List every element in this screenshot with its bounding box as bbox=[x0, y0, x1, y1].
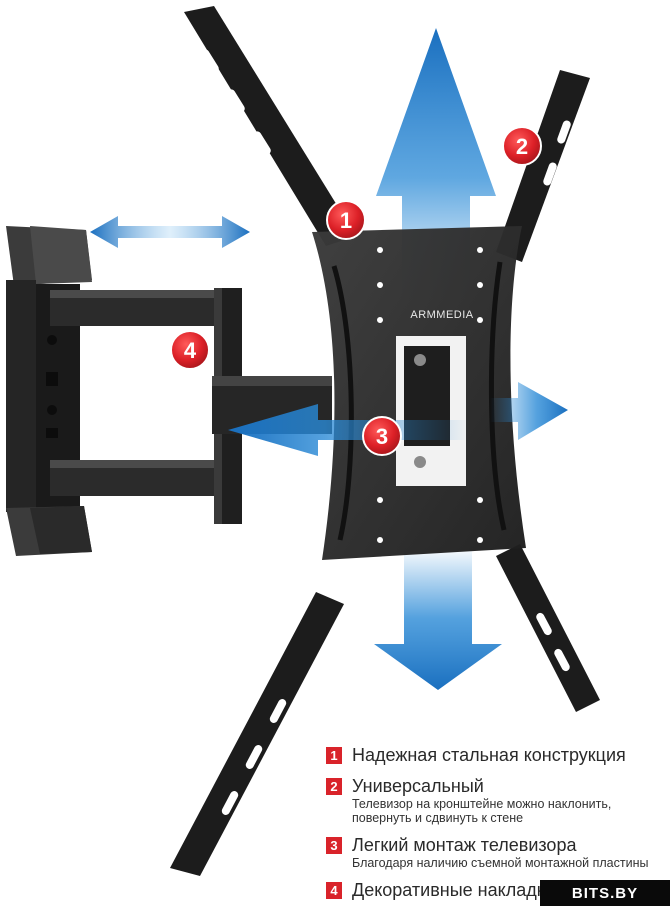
feature-title: Легкий монтаж телевизора bbox=[352, 835, 577, 855]
feature-description: Телевизор на кронштейне можно наклонить,… bbox=[352, 797, 612, 825]
svg-text:2: 2 bbox=[516, 134, 528, 159]
vesa-arm-slots bbox=[201, 49, 571, 815]
feature-number: 1 bbox=[326, 747, 342, 764]
site-watermark: BITS.BY bbox=[540, 880, 670, 906]
feature-title: Декоративные накладки bbox=[352, 880, 555, 900]
feature-number: 3 bbox=[326, 837, 342, 854]
feature-title: Надежная стальная конструкция bbox=[352, 745, 626, 765]
badge-1: 1 bbox=[326, 200, 366, 240]
svg-text:1: 1 bbox=[340, 208, 352, 233]
feature-list: 1 Надежная стальная конструкция 2 Универ… bbox=[326, 744, 672, 910]
badge-3: 3 bbox=[362, 416, 402, 456]
feature-title: Универсальный bbox=[352, 776, 484, 796]
feature-number: 2 bbox=[326, 778, 342, 795]
feature-item: 1 Надежная стальная конструкция bbox=[326, 744, 672, 766]
wall-bracket bbox=[6, 226, 92, 556]
badge-4: 4 bbox=[170, 330, 210, 370]
swing-arms bbox=[50, 288, 332, 524]
badge-2: 2 bbox=[502, 126, 542, 166]
feature-description: Благодаря наличию съемной монтажной плас… bbox=[352, 856, 649, 870]
feature-item: 4 Декоративные накладки bbox=[326, 879, 672, 901]
svg-text:4: 4 bbox=[184, 338, 197, 363]
mounting-plate: ARMMEDIA bbox=[312, 226, 526, 560]
feature-item: 2 Универсальный Телевизор на кронштейне … bbox=[326, 775, 672, 825]
feature-number: 4 bbox=[326, 882, 342, 899]
feature-item: 3 Легкий монтаж телевизора Благодаря нал… bbox=[326, 834, 672, 870]
swivel-arrows bbox=[90, 216, 568, 456]
brand-logo: ARMMEDIA bbox=[410, 309, 473, 321]
svg-text:3: 3 bbox=[376, 424, 388, 449]
